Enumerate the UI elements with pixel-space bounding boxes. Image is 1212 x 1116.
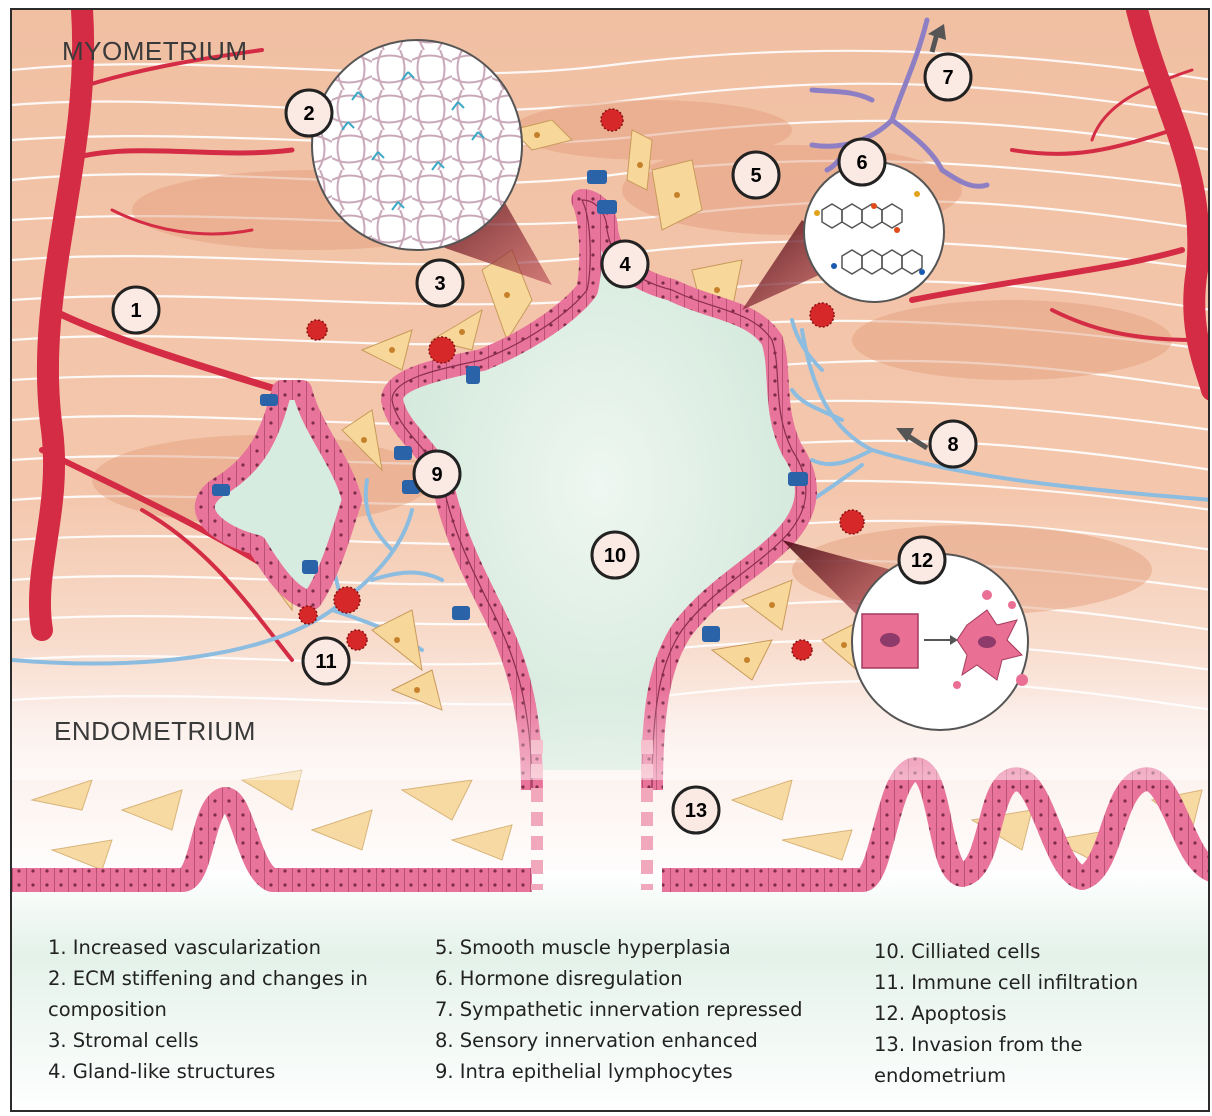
svg-text:8: 8 xyxy=(947,434,958,456)
apoptosis-inset xyxy=(852,554,1028,730)
legend-item-3: 3. Stromal cells xyxy=(48,1025,368,1056)
marker-6: 6 xyxy=(839,139,885,185)
svg-text:4: 4 xyxy=(619,254,631,276)
marker-1: 1 xyxy=(113,287,159,333)
legend-item-8: 8. Sensory innervation enhanced xyxy=(435,1025,802,1056)
legend-item-10: 10. Cilliated cells xyxy=(874,936,1138,967)
svg-text:7: 7 xyxy=(942,67,953,89)
legend-item-11: 11. Immune cell infiltration xyxy=(874,967,1138,998)
legend-item-1: 1. Increased vascularization xyxy=(48,932,368,963)
diagram-frame: 1 2 3 4 5 6 7 8 9 10 11 12 13 MYOMETRIUM… xyxy=(10,8,1210,1112)
legend-item-9: 9. Intra epithelial lymphocytes xyxy=(435,1056,802,1087)
marker-2: 2 xyxy=(286,90,332,136)
legend-item-4: 4. Gland-like structures xyxy=(48,1056,368,1087)
legend-item-2-cont: composition xyxy=(48,994,368,1025)
marker-12: 12 xyxy=(899,537,945,583)
marker-4: 4 xyxy=(602,241,648,287)
marker-13: 13 xyxy=(673,787,719,833)
legend-column-1: 1. Increased vascularization 2. ECM stif… xyxy=(48,932,368,1087)
legend-item-13: 13. Invasion from the xyxy=(874,1029,1138,1060)
marker-11: 11 xyxy=(303,638,349,684)
svg-text:3: 3 xyxy=(434,273,445,295)
legend-column-3: 10. Cilliated cells 11. Immune cell infi… xyxy=(874,936,1138,1091)
legend-column-2: 5. Smooth muscle hyperplasia 6. Hormone … xyxy=(435,932,802,1087)
svg-text:2: 2 xyxy=(303,103,314,125)
marker-9: 9 xyxy=(414,451,460,497)
svg-text:12: 12 xyxy=(911,550,933,572)
legend-item-6: 6. Hormone disregulation xyxy=(435,963,802,994)
marker-8: 8 xyxy=(930,421,976,467)
myometrium-label: MYOMETRIUM xyxy=(62,36,248,67)
endometrium-label: ENDOMETRIUM xyxy=(54,716,256,747)
ecm-inset xyxy=(312,40,522,250)
marker-5: 5 xyxy=(733,152,779,198)
legend-item-12: 12. Apoptosis xyxy=(874,998,1138,1029)
legend-item-2: 2. ECM stiffening and changes in xyxy=(48,963,368,994)
svg-text:11: 11 xyxy=(315,651,336,673)
marker-10: 10 xyxy=(592,532,638,578)
svg-text:1: 1 xyxy=(130,300,141,322)
marker-3: 3 xyxy=(417,260,463,306)
legend-item-5: 5. Smooth muscle hyperplasia xyxy=(435,932,802,963)
legend-item-13-cont: endometrium xyxy=(874,1060,1138,1091)
marker-7: 7 xyxy=(925,54,971,100)
svg-text:5: 5 xyxy=(750,165,761,187)
svg-text:6: 6 xyxy=(856,152,867,174)
svg-text:10: 10 xyxy=(604,545,626,567)
legend-item-7: 7. Sympathetic innervation repressed xyxy=(435,994,802,1025)
svg-text:9: 9 xyxy=(431,464,442,486)
svg-text:13: 13 xyxy=(685,800,707,822)
